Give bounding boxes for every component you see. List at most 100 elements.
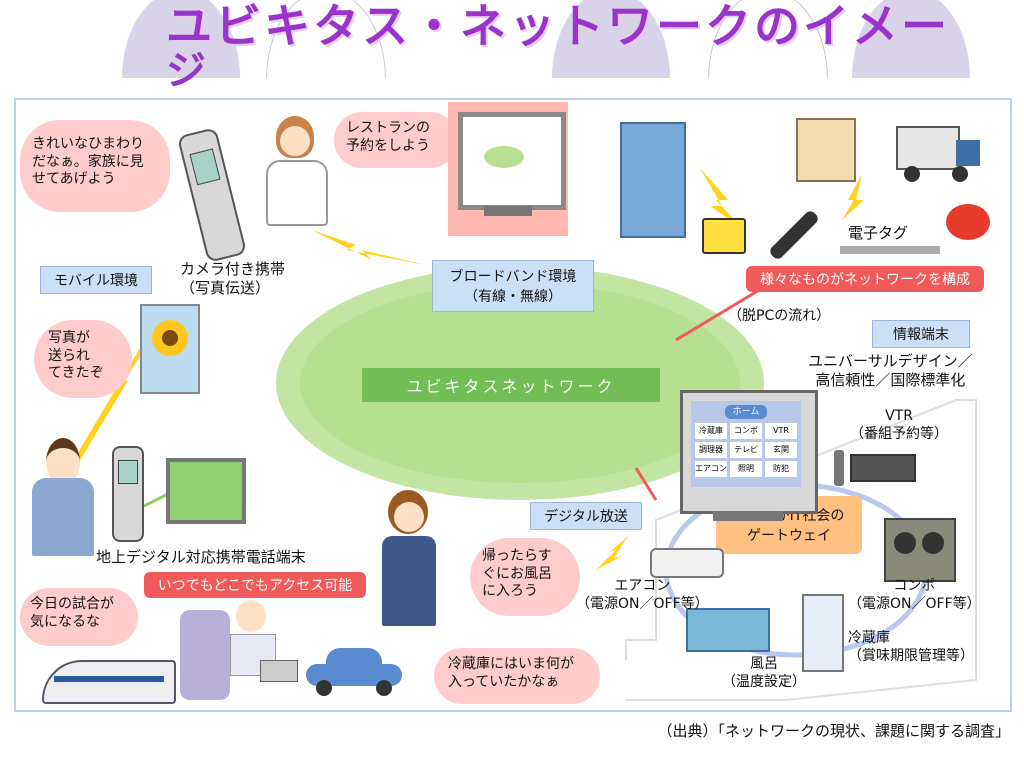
stereo-caption-line1: コンポ <box>893 578 936 594</box>
thought-photo-text: 写真が 送られ てきたぞ <box>48 330 104 383</box>
woman-bottom-icon <box>374 490 444 630</box>
man-icon <box>26 438 98 558</box>
tv-menu-item: テレビ <box>730 442 762 458</box>
thought-fridge-text: 冷蔵庫にはいま何が 入っていたかなぁ <box>448 656 574 691</box>
stereo-caption-line2: （電源ON／OFF等） <box>848 595 981 612</box>
thought-photo <box>34 320 132 398</box>
broadband-env-label: ブロードバンド環境 （有線・無線） <box>432 260 594 312</box>
vtr-icon <box>850 454 916 482</box>
fridge-caption-line2: （賞味期限管理等） <box>848 647 974 664</box>
tv-menu-header: ホーム <box>725 405 767 419</box>
thought-bath-line3: に入ろう <box>482 583 538 599</box>
universal-design-line1: ユニバーサルデザイン／ <box>808 352 973 370</box>
tv-gateway-line2: ゲートウェイ <box>747 528 831 544</box>
terrestrial-phone-caption: 地上デジタル対応携帯電話端末 <box>96 548 306 566</box>
home-tv-icon: ホーム 冷蔵庫 コンポ VTR 調理器 テレビ 玄関 エアコン 照明 防犯 <box>680 390 818 521</box>
bath-caption: 風呂 （温度設定） <box>722 656 806 691</box>
ubiquitous-network-label: ユビキタスネットワーク <box>362 368 660 402</box>
thought-bath-line2: ぐにお風呂 <box>482 565 552 582</box>
thought-sunflower-text: きれいなひまわり だなぁ。家族に見 せてあげよう <box>32 136 144 189</box>
etag-caption: 電子タグ <box>848 224 909 242</box>
train-icon <box>42 660 176 704</box>
thought-sunflower-line2: だなぁ。家族に見 <box>32 153 144 170</box>
thought-restaurant-line1: レストランの <box>346 120 430 136</box>
laptop-man-icon <box>180 600 300 704</box>
diagram-panel: ユビキタスネットワーク ブロードバンド環境 （有線・無線） モバイル環境 デジタ… <box>14 98 1012 712</box>
lightning-bolt-3 <box>842 174 864 220</box>
tv-menu-item: 調理器 <box>695 442 727 458</box>
boxes-icon <box>796 118 856 182</box>
id-card-icon <box>702 218 746 254</box>
universal-design-line2: 高信頼性／国際標準化 <box>815 370 966 389</box>
aircon-caption-line2: （電源ON／OFF等） <box>576 595 709 612</box>
thought-restaurant <box>334 112 458 168</box>
thought-restaurant-text: レストランの 予約をしよう <box>346 120 430 155</box>
tv-menu-item: 防犯 <box>765 461 797 477</box>
broadband-env-line1: ブロードバンド環境 <box>449 269 577 285</box>
thought-bath <box>470 538 580 616</box>
tv-menu-item: エアコン <box>695 461 727 477</box>
thought-fridge-line1: 冷蔵庫にはいま何が <box>448 656 574 672</box>
tv-menu-item: 玄関 <box>765 442 797 458</box>
restaurant-monitor-icon <box>448 102 568 236</box>
universal-design-caption: ユニバーサルデザイン／ 高信頼性／国際標準化 <box>808 352 973 390</box>
vtr-caption-line2: （番組予約等） <box>850 425 948 442</box>
thought-sunflower <box>20 120 170 212</box>
thought-photo-line1: 写真が <box>48 330 90 346</box>
thought-fridge-line2: 入っていたかなぁ <box>448 673 560 690</box>
thought-match-line2: 気になるな <box>30 613 100 630</box>
vending-machine-icon <box>620 122 686 238</box>
house-outline <box>625 399 977 701</box>
mobile-env-label: モバイル環境 <box>40 266 152 294</box>
page-title: ユビキタス・ネットワークのイメー <box>166 0 950 53</box>
fridge-caption: 冷蔵庫 （賞味期限管理等） <box>848 630 974 665</box>
vtr-caption-line1: VTR <box>885 408 913 424</box>
tv-menu-grid: 冷蔵庫 コンポ VTR 調理器 テレビ 玄関 エアコン 照明 防犯 <box>695 423 797 477</box>
source-note: （出典）「ネットワークの現状、課題に関する調査」 <box>657 722 1010 740</box>
thought-bath-text: 帰ったらす ぐにお風呂 に入ろう <box>482 548 552 601</box>
camera-phone-caption-line2: （写真伝送） <box>180 278 271 297</box>
info-terminal-label: 情報端末 <box>872 320 970 348</box>
terrestrial-phone-icon <box>112 446 144 542</box>
lightning-bolt-2 <box>700 168 742 228</box>
broadband-env-line2: （有線・無線） <box>464 289 562 305</box>
camera-phone-caption: カメラ付き携帯 （写真伝送） <box>180 260 285 298</box>
remote-icon <box>834 450 844 486</box>
page-title-continuation: ジ <box>166 48 206 94</box>
bathtub-icon <box>686 608 770 652</box>
tv-menu-item: コンポ <box>730 423 762 439</box>
tv-menu-item: VTR <box>765 423 797 439</box>
tv-menu-item: 照明 <box>730 461 762 477</box>
post-pc-caption: （脱PCの流れ） <box>728 308 831 324</box>
tomatoes-icon <box>946 204 990 240</box>
aircon-caption: エアコン （電源ON／OFF等） <box>576 578 709 613</box>
camera-phone-caption-line1: カメラ付き携帯 <box>180 260 286 278</box>
thought-match-text: 今日の試合が 気になるな <box>30 596 114 631</box>
bath-caption-line1: 風呂 <box>750 656 778 672</box>
thought-match-line1: 今日の試合が <box>30 596 114 612</box>
stereo-caption: コンポ （電源ON／OFF等） <box>848 578 981 613</box>
stereo-icon <box>884 518 956 582</box>
truck-icon <box>896 126 982 184</box>
thought-sunflower-line1: きれいなひまわり <box>32 136 144 152</box>
header-band <box>0 78 1024 98</box>
vtr-caption: VTR （番組予約等） <box>850 408 948 443</box>
aircon-caption-line1: エアコン <box>614 578 671 594</box>
thought-photo-line3: てきたぞ <box>48 365 104 381</box>
woman-icon <box>260 116 330 226</box>
home-tv-screen: ホーム 冷蔵庫 コンポ VTR 調理器 テレビ 玄関 エアコン 照明 防犯 <box>691 401 801 487</box>
thought-photo-line2: 送られ <box>48 347 90 364</box>
aircon-icon <box>650 548 724 578</box>
digital-broadcast-label: デジタル放送 <box>530 502 642 530</box>
fridge-caption-line1: 冷蔵庫 <box>848 630 890 646</box>
thought-sunflower-line3: せてあげよう <box>32 171 116 187</box>
lightning-bolt-4 <box>596 536 628 570</box>
car-icon <box>306 648 402 696</box>
thought-restaurant-line2: 予約をしよう <box>346 137 430 154</box>
thought-fridge <box>434 648 600 704</box>
sunflower-photo-icon <box>140 304 200 394</box>
lightning-bolt-1 <box>312 230 426 265</box>
fridge-icon <box>802 594 844 672</box>
thought-bath-line1: 帰ったらす <box>482 548 552 564</box>
thought-match <box>20 588 138 646</box>
